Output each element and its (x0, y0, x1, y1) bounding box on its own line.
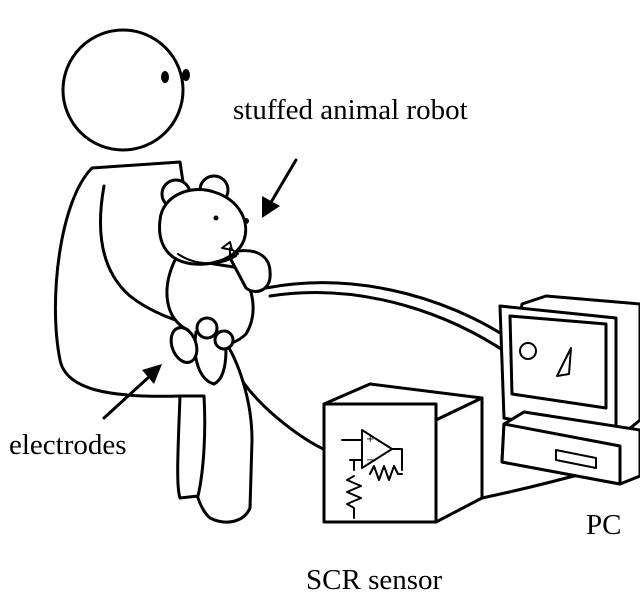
pc-monitor (498, 294, 640, 486)
svg-text:−: − (366, 455, 374, 466)
arrow-icon (102, 158, 298, 420)
person-eye (161, 71, 169, 83)
pc-label: PC (586, 509, 622, 541)
person-figure (53, 28, 254, 524)
person-head (61, 28, 185, 152)
scr-sensor-box: + − (322, 382, 484, 524)
electrodes-label: electrodes (9, 429, 127, 461)
op-amp-symbol: + − (341, 429, 403, 471)
person-eye (182, 69, 190, 81)
resistor-symbol (346, 465, 403, 519)
svg-text:+: + (366, 434, 374, 445)
triangle-shape (556, 347, 572, 377)
circle-shape (519, 342, 537, 360)
electrode-pads (169, 316, 235, 364)
robot-label: stuffed animal robot (233, 94, 468, 126)
scr-sensor-label: SCR sensor (306, 564, 443, 596)
